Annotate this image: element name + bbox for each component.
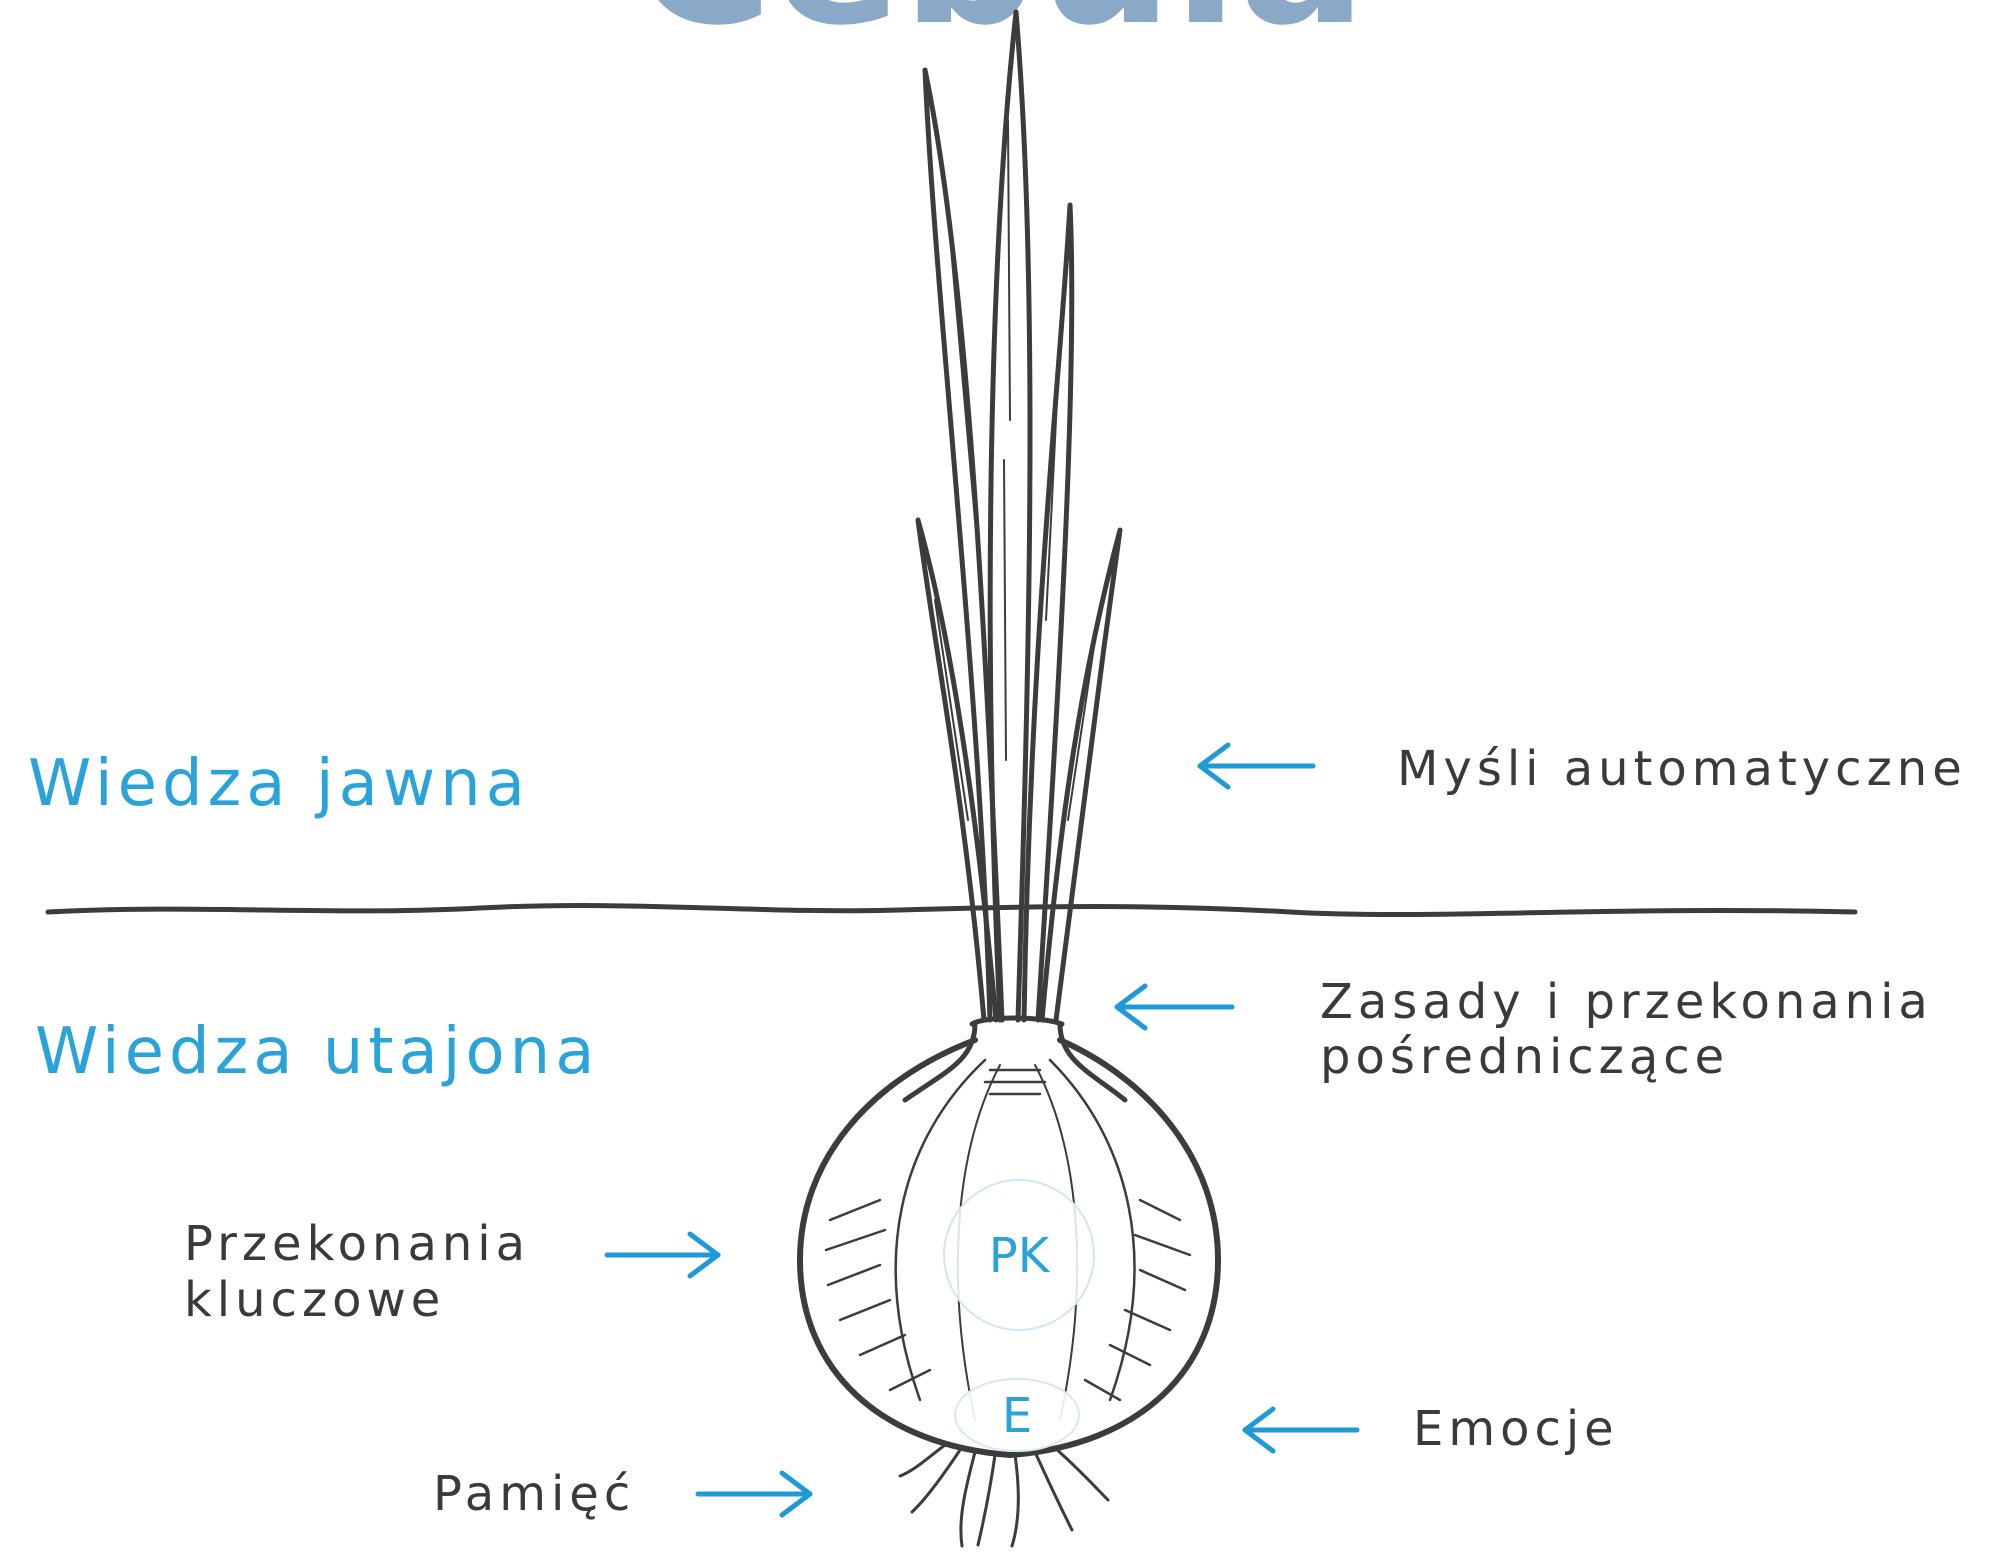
onion-leaves: [918, 12, 1120, 1020]
core-beliefs-arrow: [607, 1234, 718, 1276]
automatic-thoughts-arrow: [1200, 745, 1313, 787]
emotion-marker: E: [1002, 1388, 1032, 1444]
emotions-label: Emocje: [1413, 1401, 1619, 1457]
implicit-knowledge-label: Wiedza utajona: [35, 1015, 599, 1089]
emotions-arrow: [1245, 1409, 1357, 1451]
diagram-title: Cebula: [634, 0, 1367, 67]
core-beliefs-label-line1: Przekonania: [184, 1216, 530, 1272]
intermediate-beliefs-label-line2: pośredniczące: [1320, 1029, 1729, 1085]
automatic-thoughts-label: Myśli automatyczne: [1397, 741, 1967, 797]
onion-roots: [900, 1445, 1108, 1546]
memory-arrow: [698, 1473, 810, 1515]
memory-label: Pamięć: [433, 1466, 635, 1522]
surface-line: [48, 905, 1855, 914]
intermediate-beliefs-label-line1: Zasady i przekonania: [1320, 974, 1933, 1030]
core-beliefs-label-line2: kluczowe: [184, 1272, 445, 1328]
core-beliefs-marker: PK: [989, 1228, 1051, 1284]
intermediate-beliefs-arrow: [1117, 986, 1232, 1028]
explicit-knowledge-label: Wiedza jawna: [28, 747, 530, 821]
